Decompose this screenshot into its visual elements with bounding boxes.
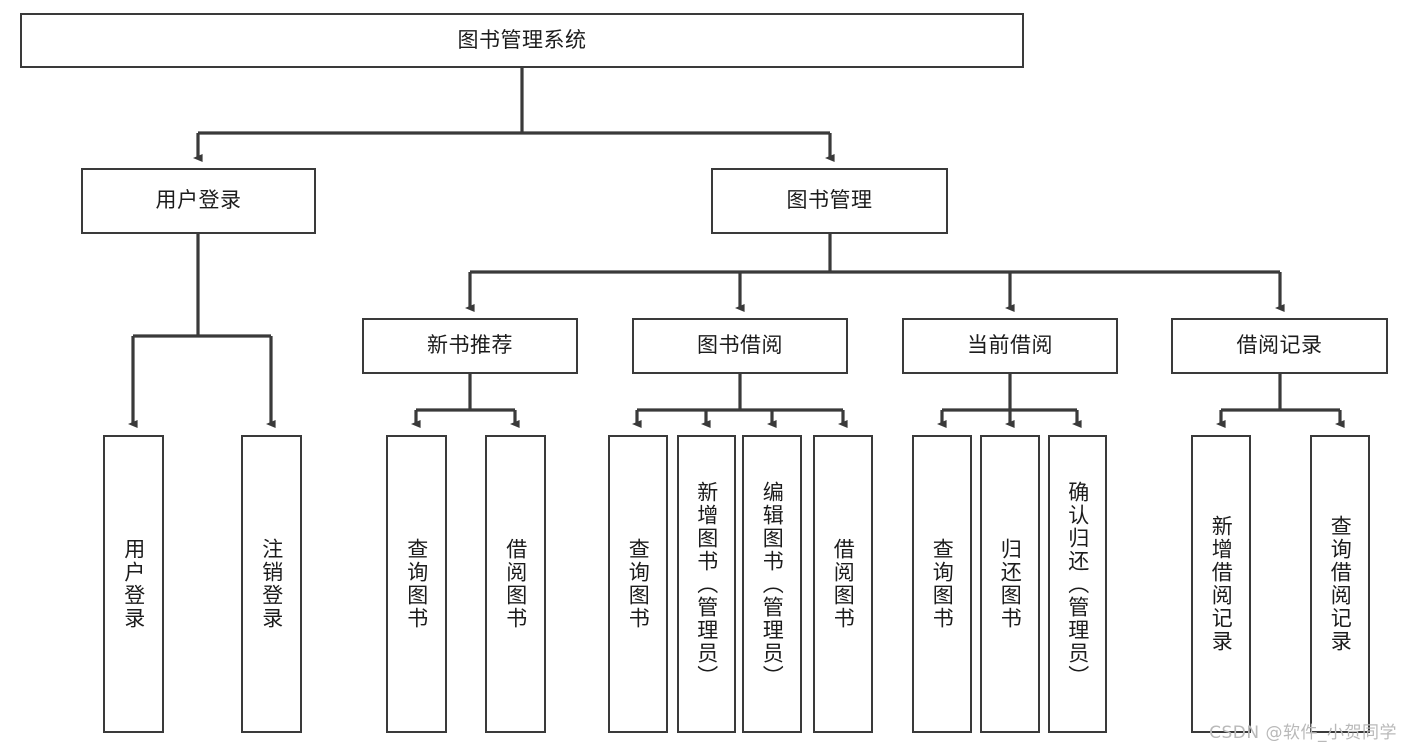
node-label: 查询图书 bbox=[930, 538, 955, 630]
leaf-logout-login[interactable]: 注销登录 bbox=[241, 435, 302, 733]
leaf-add-book[interactable]: 新增图书（管理员） bbox=[677, 435, 736, 733]
node-label: 查询图书 bbox=[404, 538, 429, 630]
node-new-book-recommend[interactable]: 新书推荐 bbox=[362, 318, 578, 374]
leaf-confirm-return[interactable]: 确认归还（管理员） bbox=[1048, 435, 1107, 733]
node-label: 确认归还（管理员） bbox=[1065, 480, 1090, 688]
node-label: 新增借阅记录 bbox=[1209, 515, 1234, 653]
leaf-borrow-book-borrow[interactable]: 借阅图书 bbox=[813, 435, 873, 733]
node-label: 图书管理系统 bbox=[457, 27, 587, 52]
node-label: 注销登录 bbox=[259, 538, 284, 630]
node-root-system[interactable]: 图书管理系统 bbox=[20, 13, 1024, 68]
leaf-query-book-recommend[interactable]: 查询图书 bbox=[386, 435, 447, 733]
leaf-user-login[interactable]: 用户登录 bbox=[103, 435, 164, 733]
node-book-manage[interactable]: 图书管理 bbox=[711, 168, 948, 234]
leaf-return-book[interactable]: 归还图书 bbox=[980, 435, 1040, 733]
leaf-query-book-borrow[interactable]: 查询图书 bbox=[608, 435, 668, 733]
node-label: 归还图书 bbox=[998, 538, 1023, 630]
node-label: 借阅记录 bbox=[1236, 333, 1323, 358]
node-label: 图书管理 bbox=[786, 188, 873, 213]
node-label: 借阅图书 bbox=[831, 538, 856, 630]
node-label: 新书推荐 bbox=[427, 333, 513, 358]
watermark-text: CSDN @软件_小贺同学 bbox=[1209, 723, 1397, 743]
node-book-borrow[interactable]: 图书借阅 bbox=[632, 318, 848, 374]
node-label: 查询借阅记录 bbox=[1328, 515, 1353, 653]
node-label: 图书借阅 bbox=[697, 333, 783, 358]
leaf-add-borrow-record[interactable]: 新增借阅记录 bbox=[1191, 435, 1251, 733]
leaf-edit-book[interactable]: 编辑图书（管理员） bbox=[742, 435, 802, 733]
node-label: 用户登录 bbox=[121, 538, 146, 630]
node-label: 查询图书 bbox=[626, 538, 651, 630]
node-current-borrow[interactable]: 当前借阅 bbox=[902, 318, 1118, 374]
node-label: 编辑图书（管理员） bbox=[760, 480, 785, 688]
node-label: 借阅图书 bbox=[503, 538, 528, 630]
node-label: 新增图书（管理员） bbox=[694, 480, 719, 688]
leaf-query-borrow-record[interactable]: 查询借阅记录 bbox=[1310, 435, 1370, 733]
leaf-query-book-current[interactable]: 查询图书 bbox=[912, 435, 972, 733]
node-label: 用户登录 bbox=[155, 188, 242, 213]
leaf-borrow-book-recommend[interactable]: 借阅图书 bbox=[485, 435, 546, 733]
node-borrow-record[interactable]: 借阅记录 bbox=[1171, 318, 1388, 374]
node-label: 当前借阅 bbox=[967, 333, 1053, 358]
node-user-login[interactable]: 用户登录 bbox=[81, 168, 316, 234]
